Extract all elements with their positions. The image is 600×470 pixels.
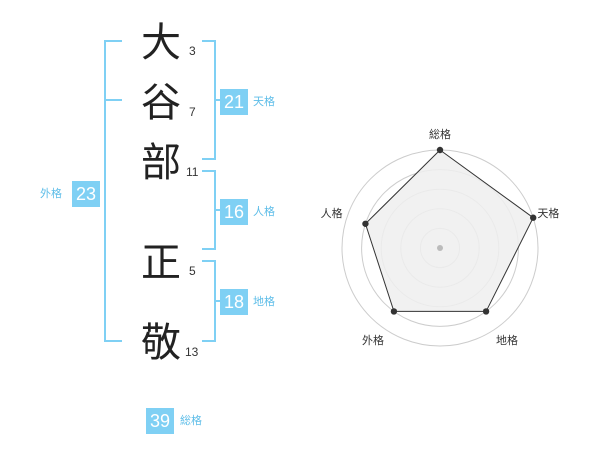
radar-point-1 <box>530 214 537 221</box>
stroke-count-1: 3 <box>189 44 196 58</box>
tenkaku-label: 天格 <box>253 95 275 108</box>
radar-axis-label-4: 人格 <box>321 206 343 220</box>
radar-axis-label-2: 地格 <box>496 333 518 347</box>
radar-axis-label-1: 天格 <box>537 206 559 220</box>
chikaku-tick <box>214 300 222 302</box>
chikaku-label: 地格 <box>253 295 275 308</box>
radar-axis-label-0: 総格 <box>429 127 451 141</box>
radar-point-3 <box>390 308 398 315</box>
radar-point-2 <box>482 308 490 315</box>
kanji-char-5: 敬 <box>141 320 181 366</box>
kanji-char-1: 大 <box>141 20 181 66</box>
jinkaku-tick <box>214 209 222 211</box>
stroke-count-3: 11 <box>186 165 199 179</box>
soukaku-badge: 39 <box>146 408 174 434</box>
jinkaku-badge: 16 <box>220 199 248 225</box>
tenkaku-tick <box>214 99 222 101</box>
gaikaku-label: 外格 <box>40 187 62 200</box>
gaikaku-bracket <box>104 40 122 342</box>
soukaku-label: 総格 <box>180 414 202 427</box>
stroke-count-2: 7 <box>189 105 196 119</box>
stroke-count-4: 5 <box>189 264 196 278</box>
kanji-char-2: 谷 <box>141 80 181 126</box>
radar-point-0 <box>436 146 444 154</box>
gaikaku-inner-tick <box>104 99 122 101</box>
radar-polygon <box>364 149 534 312</box>
jinkaku-label: 人格 <box>253 205 275 218</box>
stroke-count-5: 13 <box>185 345 199 359</box>
radar-axis-label-3: 外格 <box>362 333 384 347</box>
tenkaku-badge: 21 <box>220 89 248 115</box>
gaikaku-badge: 23 <box>72 181 100 207</box>
kanji-char-4: 正 <box>141 240 181 286</box>
kanji-char-3: 部 <box>141 140 181 186</box>
radar-center <box>437 245 443 251</box>
radar-point-4 <box>362 220 369 227</box>
chikaku-badge: 18 <box>220 289 248 315</box>
